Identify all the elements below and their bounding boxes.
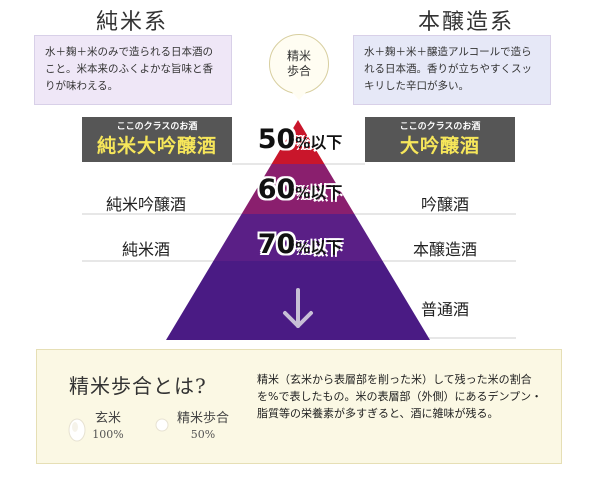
percent-label-60: 60%以下 (257, 174, 343, 205)
pyramid-tier-1 (271, 120, 325, 164)
polished-rice-caption: 精米歩合 50% (176, 411, 229, 441)
ginjo-label: 吟醸酒 (420, 195, 469, 214)
honjozo-description: 水＋麹＋米＋醸造アルコールで造られる日本酒。香りが立ちやすくスッキリした辛口が多… (353, 35, 551, 105)
junmai-type-title: 純米系 (95, 10, 168, 35)
junmai-description: 水＋麹＋米のみで造られる日本酒のこと。米本来のふくよかな旨味と香りが味わえる。 (34, 35, 232, 105)
junmai-label: 純米酒 (121, 240, 170, 259)
junmai-daiginjo-box: ここのクラスのお酒 純米大吟醸酒 (82, 117, 232, 162)
honjozo-type-title: 本醸造系 (417, 10, 514, 35)
explanation-text: 精米（玄米から表層部を削った米）して残った米の割合を%で表したもの。米の表層部（… (257, 373, 543, 420)
polished-rice-grain-icon (155, 418, 169, 432)
bubble-line-2: 歩合 (286, 64, 311, 78)
explanation-heading: 精米歩合とは? (69, 374, 207, 398)
daiginjo-box: ここのクラスのお酒 大吟醸酒 (365, 117, 515, 162)
brown-rice-grain-icon (68, 418, 86, 442)
down-arrow-icon (283, 288, 313, 328)
brown-rice-caption: 玄米 100% (92, 411, 124, 441)
percent-label-70: 70%以下 (257, 229, 343, 260)
explanation-panel: 精米歩合とは? 玄米 100% 精米歩合 50% 精米（玄米から表層部を削った米… (36, 349, 562, 464)
futsu-label: 普通酒 (420, 300, 469, 319)
honjozo-label: 本醸造酒 (412, 240, 477, 259)
pyramid-tier-2 (241, 164, 355, 214)
polishing-ratio-bubble: 精米 歩合 (269, 34, 329, 94)
bubble-line-1: 精米 (286, 49, 311, 63)
bubble-tail (291, 91, 307, 100)
grade-name: 大吟醸酒 (399, 135, 480, 157)
grade-name: 純米大吟醸酒 (96, 135, 217, 157)
grade-caption: ここのクラスのお酒 (399, 122, 481, 132)
grade-caption: ここのクラスのお酒 (116, 122, 198, 132)
pyramid-tier-3 (213, 214, 383, 261)
percent-label-50: 50%以下 (257, 124, 343, 155)
junmai-ginjo-label: 純米吟醸酒 (105, 195, 186, 214)
